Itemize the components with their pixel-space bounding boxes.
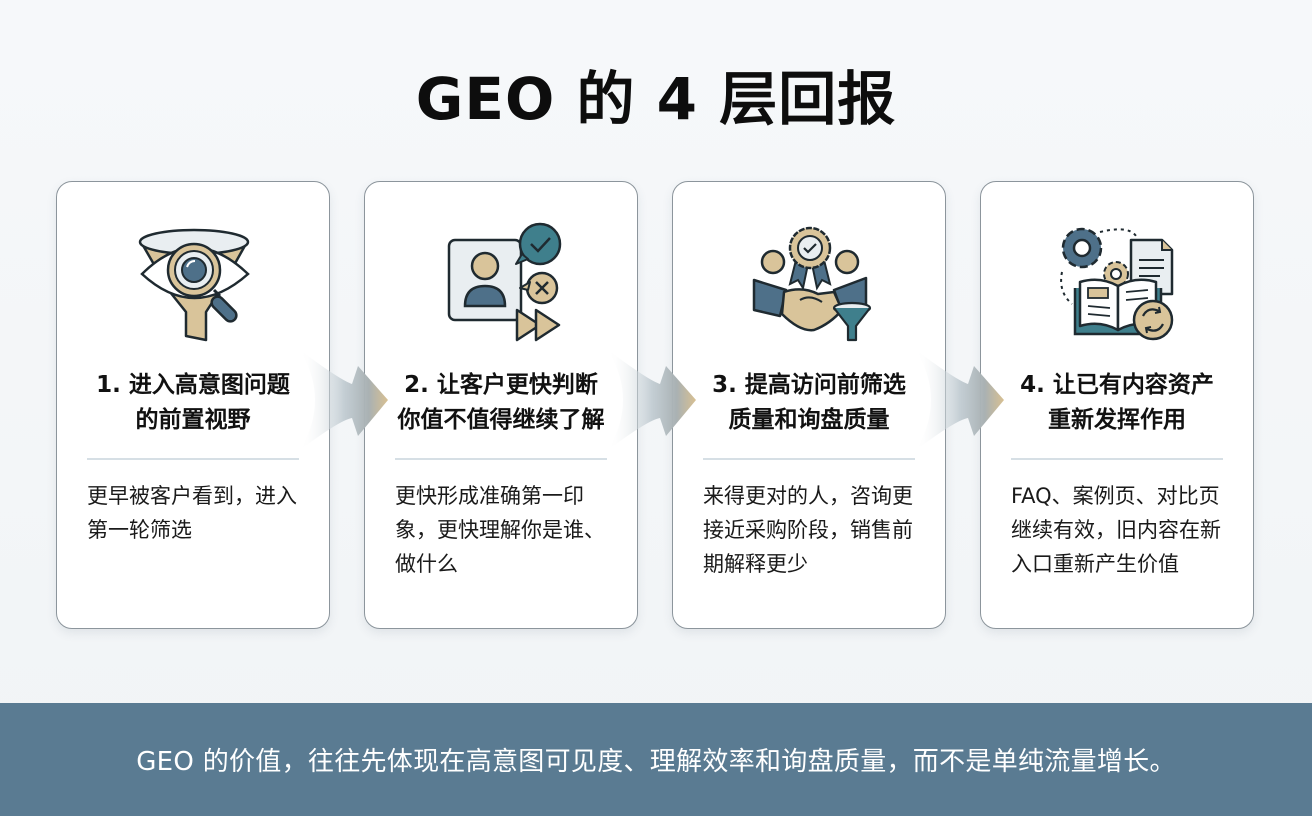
eye-magnifier-funnel-icon (114, 212, 274, 352)
divider (395, 458, 607, 460)
card-title-line: 3. 提高访问前筛选 (712, 372, 906, 398)
card-title: 3. 提高访问前筛选 质量和询盘质量 (687, 368, 931, 438)
divider (1011, 458, 1223, 460)
card-description: 来得更对的人，咨询更接近采购阶段，销售前期解释更少 (703, 484, 913, 576)
card-title-line: 的前置视野 (135, 407, 251, 433)
card-title-line: 2. 让客户更快判断 (404, 372, 598, 398)
handshake-badge-funnel-icon (730, 212, 890, 352)
card-title: 4. 让已有内容资产 重新发挥作用 (995, 368, 1239, 438)
card-title: 2. 让客户更快判断 你值不值得继续了解 (379, 368, 623, 438)
footer-text: GEO 的价值，往往先体现在高意图可见度、理解效率和询盘质量，而不是单纯流量增长… (136, 747, 1176, 777)
divider (87, 458, 299, 460)
card-title-line: 你值不值得继续了解 (397, 407, 605, 433)
card-description: FAQ、案例页、对比页继续有效，旧内容在新入口重新产生价值 (1011, 484, 1221, 576)
card-description: 更快形成准确第一印象，更快理解你是谁、做什么 (395, 484, 605, 576)
card-title-line: 4. 让已有内容资产 (1020, 372, 1214, 398)
footer-banner: GEO 的价值，往往先体现在高意图可见度、理解效率和询盘质量，而不是单纯流量增长… (0, 703, 1312, 816)
card-4: 4. 让已有内容资产 重新发挥作用 FAQ、案例页、对比页继续有效，旧内容在新入… (980, 181, 1254, 629)
card-title-line: 重新发挥作用 (1048, 407, 1186, 433)
card-title-line: 1. 进入高意图问题 (96, 372, 290, 398)
gear-book-document-refresh-icon (1038, 212, 1198, 352)
card-2: 2. 让客户更快判断 你值不值得继续了解 更快形成准确第一印象，更快理解你是谁、… (364, 181, 638, 629)
divider (703, 458, 915, 460)
card-3: 3. 提高访问前筛选 质量和询盘质量 来得更对的人，咨询更接近采购阶段，销售前期… (672, 181, 946, 629)
card-1: 1. 进入高意图问题 的前置视野 更早被客户看到，进入第一轮筛选 (56, 181, 330, 629)
card-title-line: 质量和询盘质量 (728, 407, 890, 433)
card-title: 1. 进入高意图问题 的前置视野 (71, 368, 315, 438)
profile-speech-fast-forward-icon (422, 212, 582, 352)
card-description: 更早被客户看到，进入第一轮筛选 (87, 484, 297, 542)
page-title: GEO 的 4 层回报 (415, 65, 897, 133)
